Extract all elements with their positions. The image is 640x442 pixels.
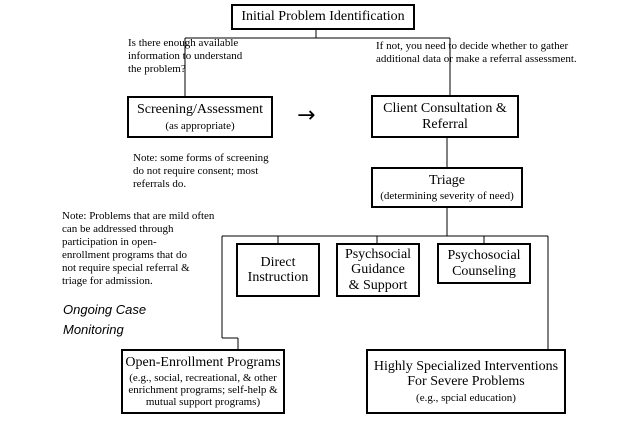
screening-assessment-title: Screening/Assessment bbox=[137, 102, 263, 118]
triage-title: Triage bbox=[428, 172, 466, 188]
consent-note: Note: some forms of screening do not req… bbox=[133, 152, 269, 190]
client-consultation-referral-title: Client Consultation & Referral bbox=[383, 101, 507, 132]
triage-subtitle: (determining severity of need) bbox=[380, 190, 514, 203]
enough-info-question: Is there enough available information to… bbox=[128, 37, 243, 75]
triage-box: Triage (determining severity of need) bbox=[371, 167, 523, 208]
flow-arrow: → bbox=[297, 103, 316, 128]
if-not-note: If not, you need to decide whether to ga… bbox=[376, 40, 577, 65]
screening-assessment-box: Screening/Assessment (as appropriate) bbox=[127, 96, 273, 138]
psychosocial-guidance-box: Psychsocial Guidance & Support bbox=[336, 243, 420, 297]
screening-assessment-subtitle: (as appropriate) bbox=[165, 119, 235, 132]
ongoing-case-monitoring-label: Ongoing Case Monitoring bbox=[63, 302, 147, 337]
open-enrollment-programs-subtitle: (e.g., social, recreational, & other enr… bbox=[128, 372, 278, 409]
initial-problem-identification-box: Initial Problem Identification bbox=[231, 4, 415, 30]
specialized-interventions-title: Highly Specialized Interventions For Sev… bbox=[373, 358, 559, 389]
client-consultation-referral-box: Client Consultation & Referral bbox=[371, 95, 519, 138]
open-enrollment-programs-title: Open-Enrollment Programs bbox=[125, 354, 281, 370]
specialized-interventions-subtitle: (e.g., spcial education) bbox=[416, 392, 516, 405]
psychosocial-counseling-title: Psychosocial Counseling bbox=[447, 248, 521, 279]
psychosocial-counseling-box: Psychosocial Counseling bbox=[437, 243, 531, 284]
initial-problem-identification-title: Initial Problem Identification bbox=[241, 9, 405, 25]
mild-problems-note: Note: Problems that are mild often can b… bbox=[62, 210, 215, 287]
direct-instruction-box: Direct Instruction bbox=[236, 243, 320, 297]
specialized-interventions-box: Highly Specialized Interventions For Sev… bbox=[366, 349, 566, 414]
psychosocial-guidance-title: Psychsocial Guidance & Support bbox=[344, 246, 412, 293]
open-enrollment-programs-box: Open-Enrollment Programs (e.g., social, … bbox=[121, 349, 285, 414]
direct-instruction-title: Direct Instruction bbox=[247, 254, 309, 285]
